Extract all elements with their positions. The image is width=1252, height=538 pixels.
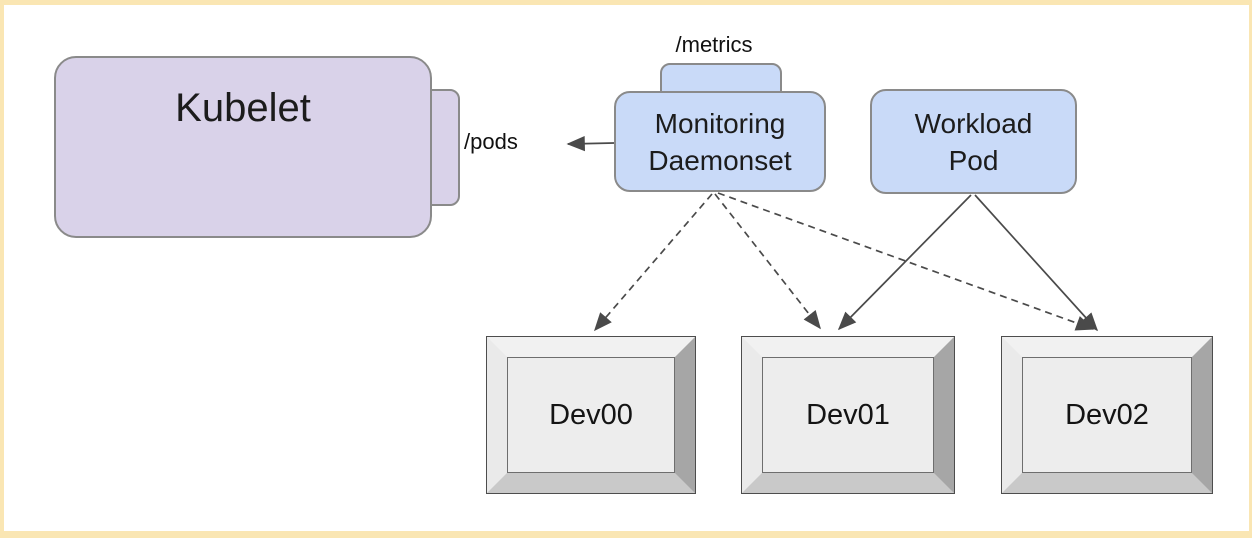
monitoring-daemonset-node: Monitoring Daemonset [614,91,826,192]
workload-label-line2: Pod [948,144,999,176]
edge-workload-to-dev02 [974,194,1099,332]
dev01-label: Dev01 [806,398,890,431]
kubelet-node: Kubelet [54,56,432,238]
dev00-node: Dev00 [486,336,696,494]
edge-monitoring-to-dev01 [714,193,821,330]
edge-monitoring-to-dev02 [717,192,1095,331]
edge-monitoring-to-kubelet-pods [566,135,615,152]
workload-label-line1: Workload [914,107,1033,139]
kubelet-label: Kubelet [175,86,311,130]
edge-workload-to-dev01 [837,194,972,331]
pods-port-label: /pods [464,129,518,154]
dev00-label: Dev00 [549,398,633,431]
metrics-port-label: /metrics [675,32,753,57]
edge-monitoring-to-dev00 [594,193,713,332]
workload-pod-node: Workload Pod [870,89,1077,194]
dev01-node: Dev01 [741,336,955,494]
dev02-label: Dev02 [1065,398,1149,431]
monitoring-label-line2: Daemonset [648,144,792,176]
dev02-node: Dev02 [1001,336,1213,494]
monitoring-label-line1: Monitoring [654,107,786,139]
